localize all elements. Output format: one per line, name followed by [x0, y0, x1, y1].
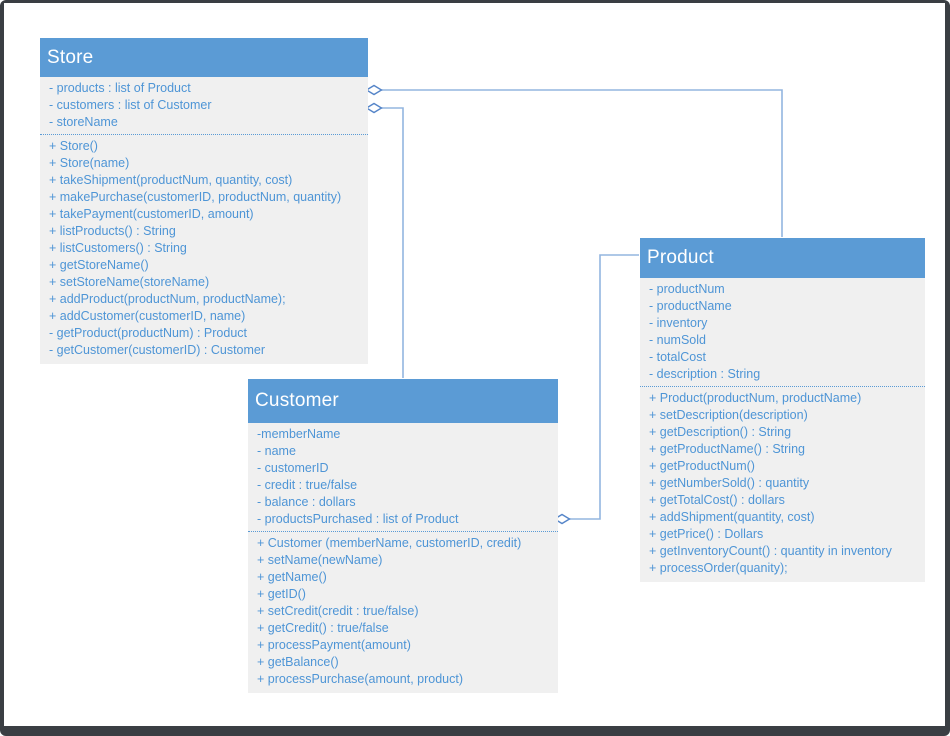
- attribute-row-product: - totalCost: [649, 350, 706, 364]
- attribute-row-customer: - name: [257, 444, 296, 458]
- method-row-store: + addCustomer(customerID, name): [49, 309, 246, 323]
- method-row-product: + getProductNum(): [649, 459, 755, 473]
- uml-class-store[interactable]: Store - products : list of Product - cust…: [40, 38, 368, 364]
- method-row-customer: + getID(): [257, 587, 306, 601]
- method-row-store: + Store(): [49, 139, 98, 153]
- method-row-product: + getDescription() : String: [649, 425, 792, 439]
- method-row-customer: + Customer (memberName, customerID, cred…: [257, 536, 522, 550]
- method-row-store: + setStoreName(storeName): [49, 275, 210, 289]
- attribute-list: -memberName - name - customerID - credit : …: [248, 426, 558, 528]
- attributes-methods-separator: [640, 386, 925, 387]
- attribute-list: - productNum - productName - inventory - nu…: [640, 281, 925, 383]
- attribute-row-customer: -memberName: [257, 427, 341, 441]
- attribute-row-store: - products : list of Product: [49, 81, 191, 95]
- method-row-product: + getTotalCost() : dollars: [649, 493, 785, 507]
- uml-class-header[interactable]: Store: [40, 38, 368, 77]
- method-row-product: + Product(productNum, productName): [649, 391, 862, 405]
- method-row-customer: + processPayment(amount): [257, 638, 411, 652]
- method-row-product: + getNumberSold() : quantity: [649, 476, 810, 490]
- method-row-store: + makePurchase(customerID, productNum, q…: [49, 190, 342, 204]
- method-row-store: - getCustomer(customerID) : Customer: [49, 343, 266, 357]
- method-row-product: + getInventoryCount() : quantity in inve…: [649, 544, 892, 558]
- method-row-customer: + getBalance(): [257, 655, 339, 669]
- method-list: + Store() + Store(name) + takeShipment(pro…: [40, 138, 368, 359]
- uml-class-product[interactable]: Product - productNum - productName - inven…: [640, 238, 925, 582]
- uml-class-title: Product: [647, 247, 714, 268]
- uml-class-customer[interactable]: Customer -memberName - name - customerID - …: [248, 379, 558, 693]
- attribute-row-product: - inventory: [649, 316, 708, 330]
- attribute-row-product: - numSold: [649, 333, 706, 347]
- method-row-customer: + getName(): [257, 570, 327, 584]
- method-row-product: + addShipment(quantity, cost): [649, 510, 815, 524]
- uml-class-body: -memberName - name - customerID - credit : …: [248, 423, 558, 693]
- attribute-row-product: - description : String: [649, 367, 761, 381]
- method-row-customer: + setCredit(credit : true/false): [257, 604, 419, 618]
- method-row-store: + takePayment(customerID, amount): [49, 207, 254, 221]
- method-list: + Product(productNum, productName) + setD…: [640, 390, 925, 577]
- method-row-store: + takeShipment(productNum, quantity, cos…: [49, 173, 293, 187]
- attribute-row-product: - productNum: [649, 282, 725, 296]
- uml-class-title: Store: [47, 46, 94, 68]
- method-row-product: + processOrder(quanity);: [649, 561, 788, 575]
- method-row-customer: + setName(newName): [257, 553, 383, 567]
- attribute-row-customer: - balance : dollars: [257, 495, 356, 509]
- method-row-customer: + getCredit() : true/false: [257, 621, 389, 635]
- method-row-store: + addProduct(productNum, productName);: [49, 292, 286, 306]
- attributes-methods-separator: [248, 531, 558, 532]
- uml-class-body: - productNum - productName - inventory - nu…: [640, 278, 925, 582]
- method-row-product: + setDescription(description): [649, 408, 808, 422]
- attribute-list: - products : list of Product - customers …: [40, 80, 368, 131]
- method-row-store: - getProduct(productNum) : Product: [49, 326, 247, 340]
- uml-class-header[interactable]: Customer: [248, 379, 558, 423]
- method-row-store: + getStoreName(): [49, 258, 149, 272]
- method-row-store: + listCustomers() : String: [49, 241, 187, 255]
- attribute-row-customer: - customerID: [257, 461, 329, 475]
- uml-class-header[interactable]: Product: [640, 238, 925, 278]
- method-row-store: + listProducts() : String: [49, 224, 176, 238]
- attribute-row-store: - customers : list of Customer: [49, 98, 212, 112]
- method-list: + Customer (memberName, customerID, cred…: [248, 535, 558, 688]
- attribute-row-customer: - credit : true/false: [257, 478, 358, 492]
- method-row-product: + getProductName() : String: [649, 442, 805, 456]
- method-row-product: + getPrice() : Dollars: [649, 527, 764, 541]
- method-row-customer: + processPurchase(amount, product): [257, 672, 464, 686]
- uml-class-body: - products : list of Product - customers …: [40, 77, 368, 364]
- uml-class-title: Customer: [255, 390, 339, 411]
- attribute-row-customer: - productsPurchased : list of Product: [257, 512, 459, 526]
- attribute-row-product: - productName: [649, 299, 732, 313]
- attribute-row-store: - storeName: [49, 115, 118, 129]
- method-row-store: + Store(name): [49, 156, 130, 170]
- attributes-methods-separator: [40, 134, 368, 135]
